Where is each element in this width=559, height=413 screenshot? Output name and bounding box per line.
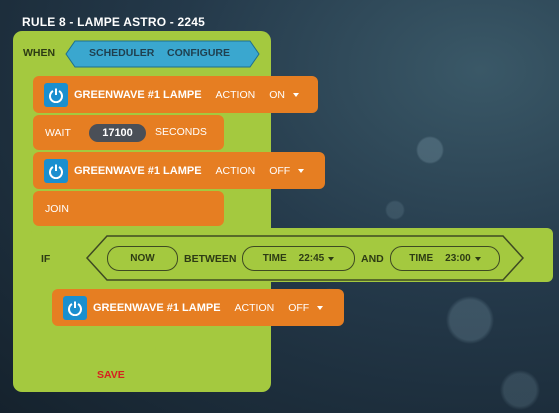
action-dropdown[interactable]: ON — [269, 89, 299, 101]
now-pill[interactable]: NOW — [107, 246, 178, 271]
and-label: AND — [361, 253, 384, 265]
rule-title: RULE 8 - LAMPE ASTRO - 2245 — [22, 15, 205, 29]
chevron-down-icon — [298, 168, 305, 173]
power-icon — [44, 82, 68, 107]
action-dropdown[interactable]: OFF — [288, 302, 324, 314]
scheduler-label[interactable]: SCHEDULER — [89, 47, 155, 59]
power-icon — [44, 158, 68, 183]
join-label: JOIN — [45, 202, 69, 215]
wait-label: WAIT — [45, 126, 71, 139]
chevron-down-icon — [317, 305, 324, 310]
device-name: GREENWAVE #1 LAMPE — [93, 301, 221, 314]
action-label: ACTION — [215, 164, 256, 177]
save-button[interactable]: SAVE — [97, 369, 125, 381]
time-end-value[interactable]: 23:00 — [445, 253, 471, 264]
between-label: BETWEEN — [184, 253, 237, 265]
join-block[interactable]: JOIN — [33, 191, 224, 226]
action-label: ACTION — [215, 88, 256, 101]
chevron-down-icon — [474, 256, 481, 261]
time-start-pill[interactable]: TIME 22:45 — [242, 246, 355, 271]
if-block-bottom — [31, 330, 156, 353]
device-name: GREENWAVE #1 LAMPE — [74, 88, 202, 101]
condition-frame[interactable] — [85, 235, 525, 281]
chevron-down-icon — [292, 92, 299, 97]
action-dropdown[interactable]: OFF — [269, 165, 305, 177]
scheduler-trigger[interactable] — [65, 40, 260, 68]
seconds-unit-label: SECONDS — [155, 126, 207, 138]
action-label: ACTION — [234, 301, 275, 314]
device-action-block-off[interactable]: GREENWAVE #1 LAMPE ACTION OFF — [33, 152, 325, 189]
power-icon — [63, 295, 87, 320]
wait-block[interactable]: WAIT 17100 SECONDS — [33, 115, 224, 150]
configure-label[interactable]: CONFIGURE — [167, 47, 230, 59]
time-start-value[interactable]: 22:45 — [298, 253, 325, 264]
device-action-block-on[interactable]: GREENWAVE #1 LAMPE ACTION ON — [33, 76, 318, 113]
device-name: GREENWAVE #1 LAMPE — [74, 164, 202, 177]
chevron-down-icon — [328, 256, 335, 261]
when-label: WHEN — [23, 47, 56, 59]
wait-seconds-input[interactable]: 17100 — [89, 124, 146, 142]
if-device-action-block[interactable]: GREENWAVE #1 LAMPE ACTION OFF — [52, 289, 344, 326]
if-label: IF — [41, 253, 51, 265]
time-end-pill[interactable]: TIME 23:00 — [390, 246, 500, 271]
if-block-left-arm — [31, 270, 49, 340]
